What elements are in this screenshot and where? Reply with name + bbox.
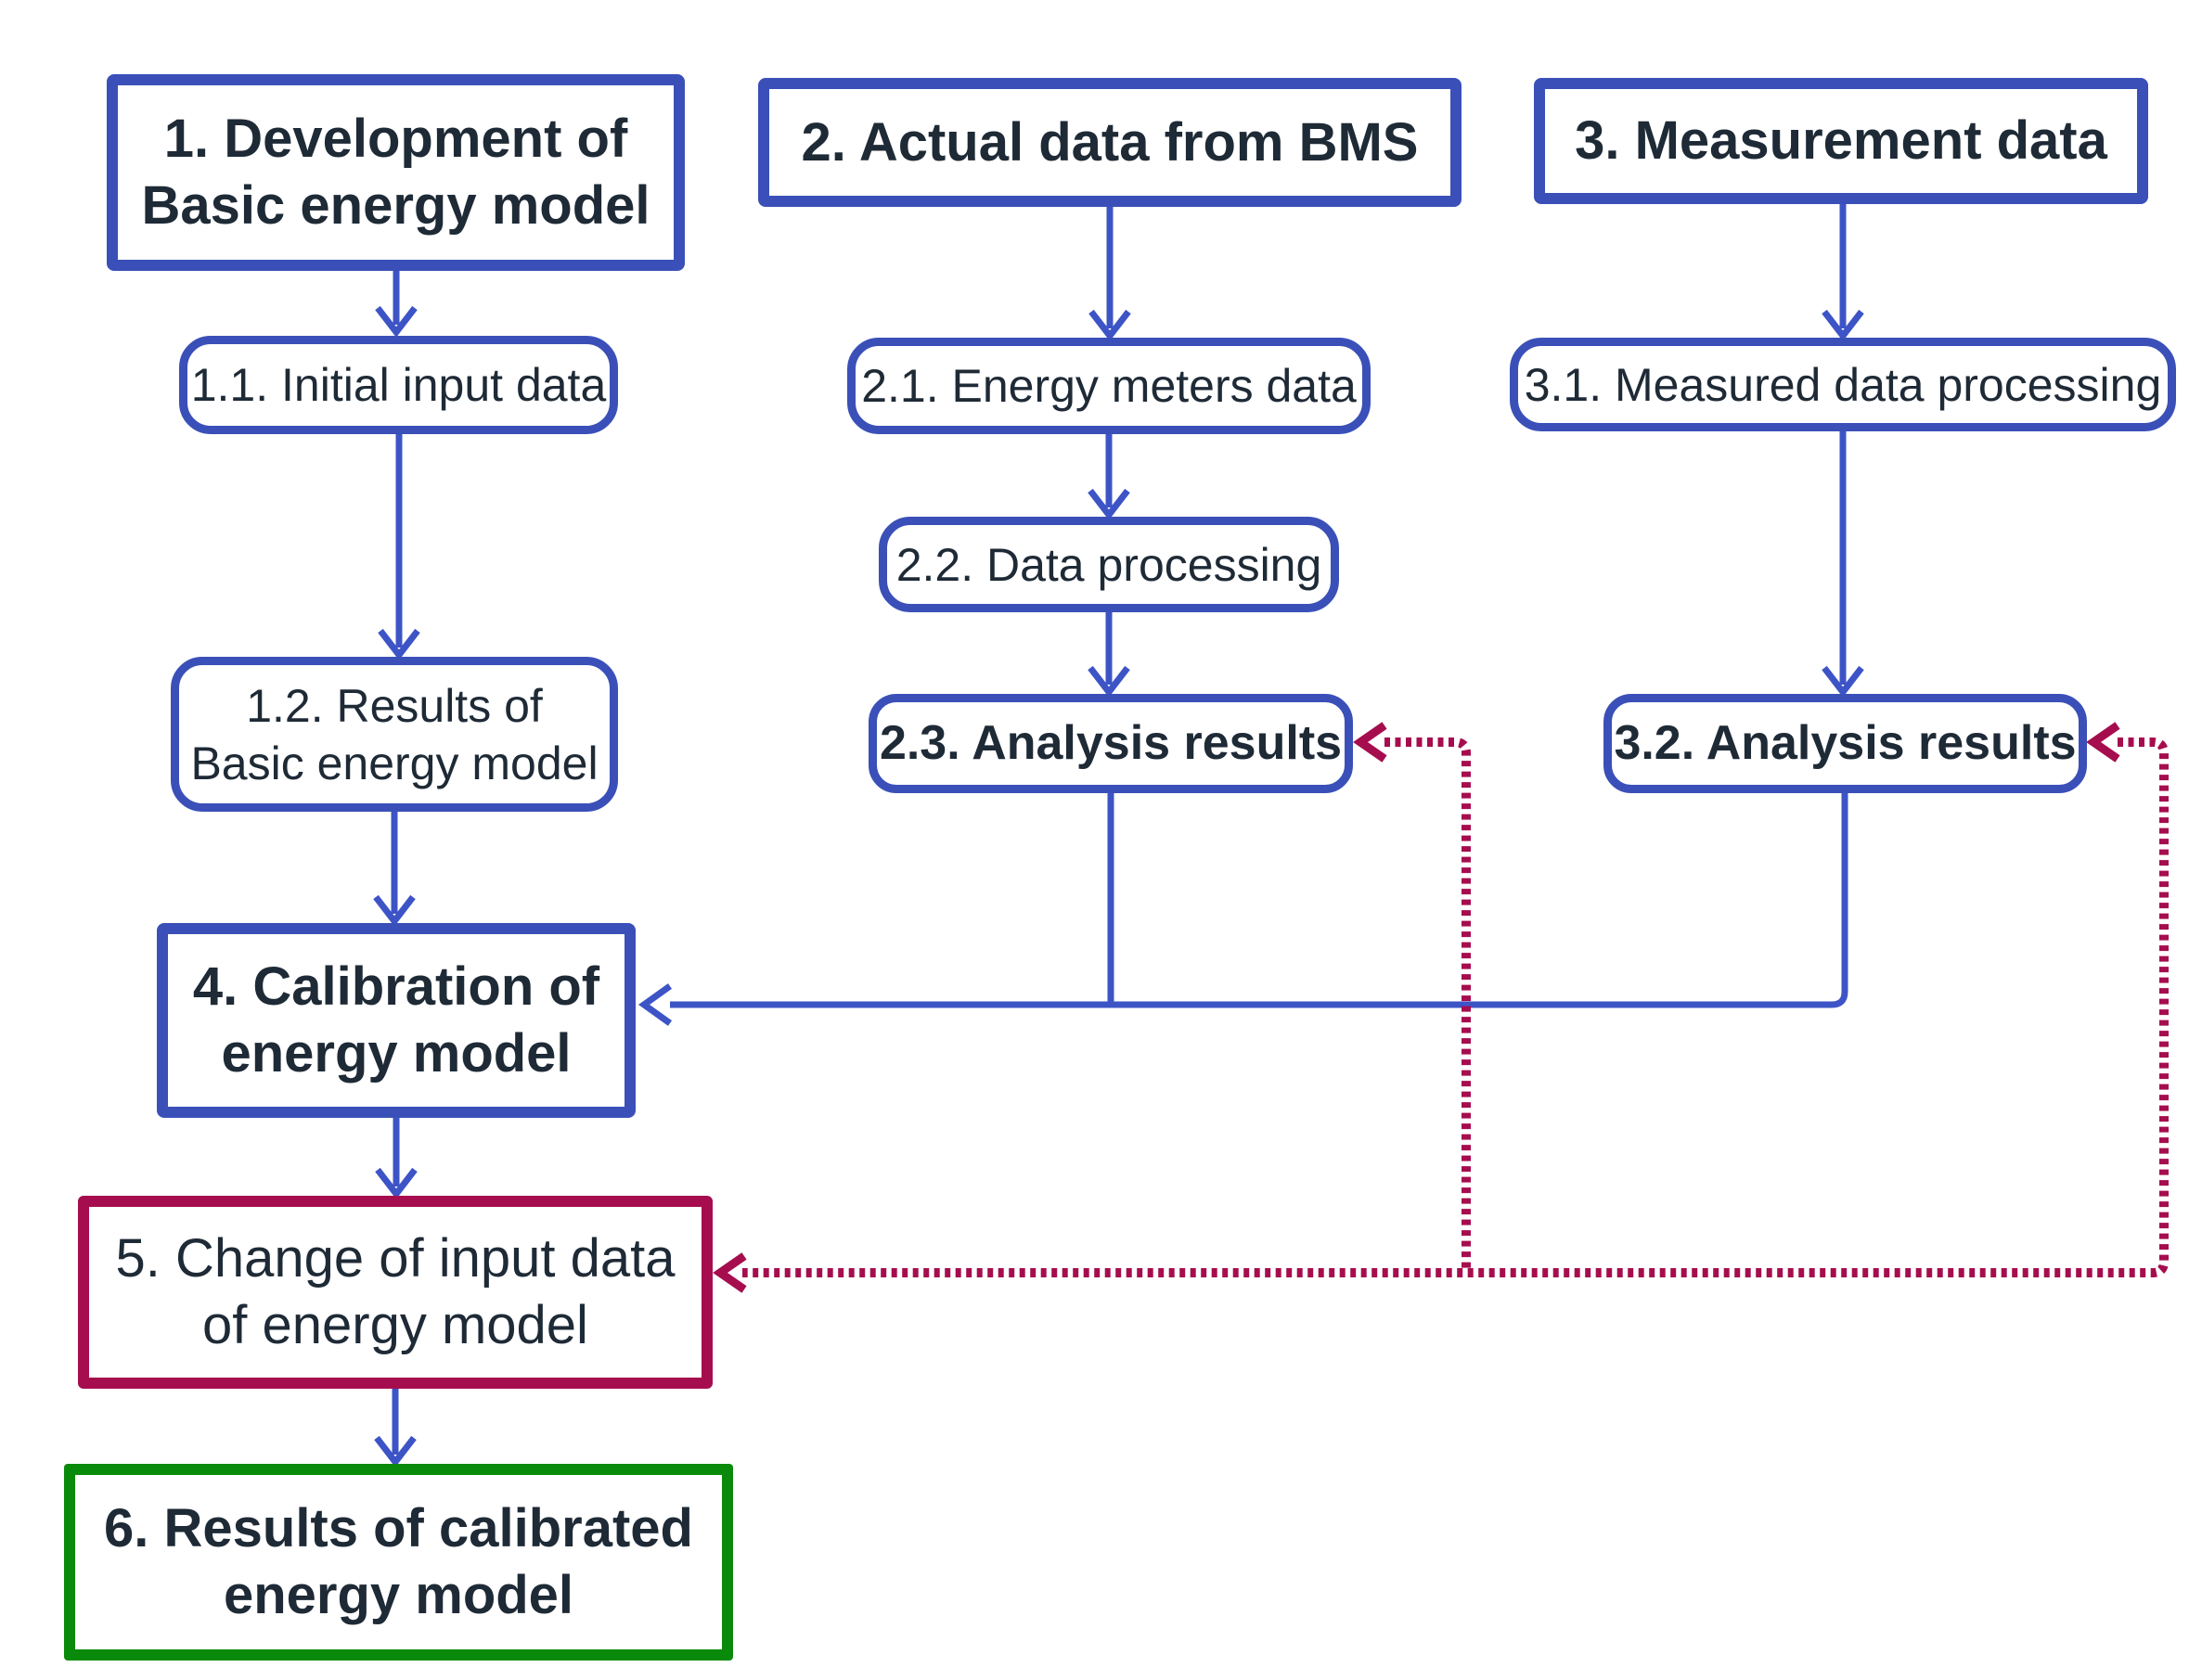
node-3-2-analysis-results: 3.2. Analysis results (1603, 694, 2087, 793)
node-4-calibration-energy-model: 4. Calibration of energy model (157, 923, 636, 1118)
arrowhead-into-2-1 (1088, 309, 1131, 341)
node-label-line: 3.2. Analysis results (1614, 716, 2077, 771)
arrowhead-into-4-side (637, 983, 673, 1026)
node-label-line: 2.3. Analysis results (879, 716, 1343, 771)
node-2-actual-data-from-bms: 2. Actual data from BMS (758, 78, 1462, 207)
arrowhead-into-3-2 (1822, 665, 1864, 698)
node-3-measurement-data: 3. Measurement data (1534, 78, 2148, 204)
node-1-2-results-basic-energy-model: 1.2. Results of Basic energy model (171, 657, 618, 812)
node-6-results-calibrated-energy-model: 6. Results of calibrated energy model (64, 1464, 733, 1661)
node-2-1-energy-meters-data: 2.1. Energy meters data (847, 338, 1371, 434)
node-label-line: 2. Actual data from BMS (801, 111, 1419, 173)
node-1-development-basic-energy-model: 1. Development of Basic energy model (107, 74, 685, 271)
dotted-arrowhead-into-3-2 (2086, 722, 2120, 763)
node-label-line: 1. Development of (163, 109, 628, 170)
node-label-line: 1.2. Results of (246, 679, 543, 732)
arrowhead-into-5 (375, 1167, 418, 1199)
arrowhead-into-3-1 (1822, 309, 1864, 341)
node-label-line: 3.1. Measured data processing (1524, 358, 2162, 411)
dotted-feedback-to-2-3 (1384, 737, 1471, 1273)
arrowhead-into-2-2 (1088, 488, 1130, 520)
edge-3-2-to-4 (670, 793, 1848, 1008)
node-label-line: Basic energy model (141, 175, 650, 236)
dotted-feedback-to-3-2-and-5 (742, 737, 2169, 1277)
arrowhead-into-4 (373, 894, 416, 927)
node-label-line: 1.1. Initial input data (190, 359, 607, 411)
arrowhead-into-6 (374, 1435, 417, 1468)
node-label-line: energy model (223, 1565, 574, 1625)
node-label-line: energy model (221, 1023, 572, 1084)
arrowhead-into-1-1 (375, 305, 418, 338)
node-2-2-data-processing: 2.2. Data processing (879, 517, 1339, 612)
node-label-line: 3. Measurement data (1575, 110, 2107, 172)
node-3-1-measured-data-processing: 3.1. Measured data processing (1510, 338, 2176, 431)
node-5-change-input-data: 5. Change of input data of energy model (78, 1196, 713, 1389)
node-label-line: 5. Change of input data (115, 1228, 676, 1289)
node-label-line: 6. Results of calibrated (104, 1498, 693, 1559)
dotted-arrowhead-into-2-3 (1353, 722, 1387, 763)
node-label-line: Basic energy model (190, 737, 599, 789)
node-label-line: 2.2. Data processing (895, 538, 1322, 591)
node-label-line: 2.1. Energy meters data (861, 360, 1357, 412)
node-2-3-analysis-results: 2.3. Analysis results (869, 694, 1353, 793)
node-1-1-initial-input-data: 1.1. Initial input data (179, 336, 618, 434)
arrowhead-into-2-3 (1088, 665, 1130, 698)
node-label-line: of energy model (202, 1295, 588, 1355)
node-label-line: 4. Calibration of (192, 956, 600, 1018)
arrowhead-into-1-2 (378, 628, 420, 660)
dotted-arrowhead-into-5 (713, 1252, 747, 1293)
